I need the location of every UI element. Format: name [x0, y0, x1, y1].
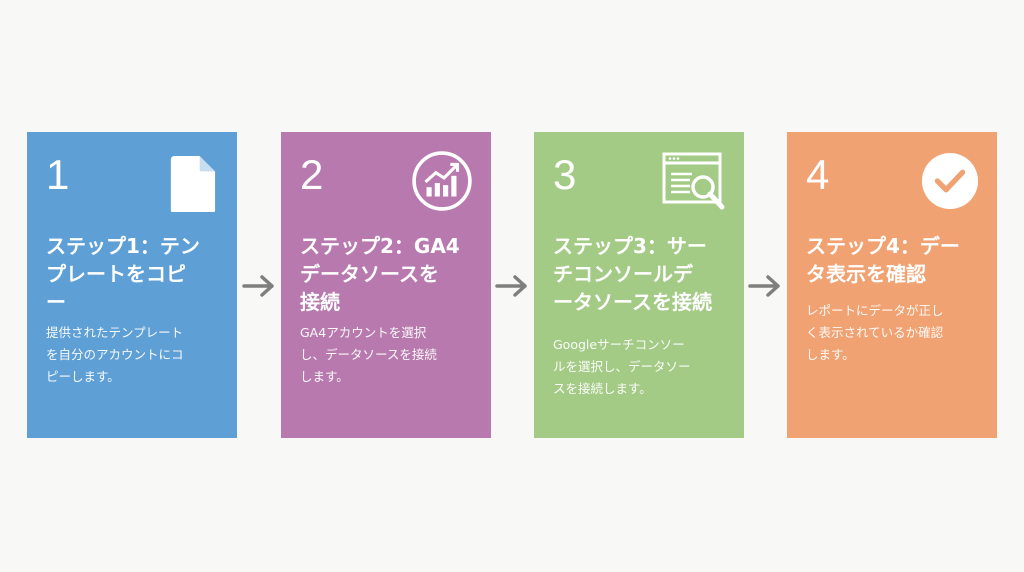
text-line: ステップ3：サー: [553, 234, 707, 258]
text-line: ステップ1：テン: [46, 234, 200, 258]
text-line: GA4アカウントを選択: [300, 325, 427, 340]
step-card-3: 3 ステップ3：サー チコンソールデ ータソースを接続 Googleサーチコンソ…: [534, 132, 744, 438]
text-line: プレートをコピ: [46, 262, 186, 286]
text-line: し、データソースを接続: [300, 347, 437, 362]
text-line: スを接続します。: [553, 381, 652, 396]
text-line: Googleサーチコンソー: [553, 337, 685, 352]
text-line: ステップ2：GA4: [300, 234, 460, 258]
step-number: 1: [46, 151, 70, 198]
text-line: ピーします。: [46, 369, 120, 384]
arrow-right-icon: [748, 275, 780, 297]
search-console-icon: [662, 152, 725, 210]
check-circle-icon: [921, 152, 979, 210]
text-line: します。: [300, 369, 349, 384]
text-line: 接続: [300, 290, 340, 314]
text-line: ータソースを接続: [553, 290, 712, 314]
text-line: ルを選択し、データソー: [553, 359, 691, 374]
text-line: データソースを: [300, 262, 439, 286]
text-line: 提供されたテンプレート: [46, 325, 184, 340]
step-number: 4: [806, 151, 830, 198]
text-line: を自分のアカウントにコ: [46, 347, 184, 362]
analytics-chart-icon: [412, 151, 472, 211]
step-title: ステップ4：デー タ表示を確認: [806, 232, 960, 288]
text-line: レポートにデータが正し: [806, 303, 944, 318]
step-description: GA4アカウントを選択 し、データソースを接続 します。: [300, 322, 437, 388]
step-card-4: 4 ステップ4：デー タ表示を確認 レポートにデータが正し く表示されているか確…: [787, 132, 997, 438]
text-line: チコンソールデ: [553, 262, 693, 286]
step-number: 3: [553, 151, 577, 198]
text-line: タ表示を確認: [806, 262, 926, 286]
step-title: ステップ1：テン プレートをコピ ー: [46, 232, 200, 316]
text-line: く表示されているか確認: [806, 325, 944, 340]
text-line: します。: [806, 347, 855, 362]
step-card-2: 2 ステップ2：GA4 データソースを 接続 GA4アカウントを選択 し、データ…: [281, 132, 491, 438]
step-title: ステップ2：GA4 データソースを 接続: [300, 232, 460, 316]
step-title: ステップ3：サー チコンソールデ ータソースを接続: [553, 232, 712, 316]
step-description: レポートにデータが正し く表示されているか確認 します。: [806, 300, 944, 366]
step-card-1: 1 ステップ1：テン プレートをコピ ー 提供されたテンプレート を自分のアカウ…: [27, 132, 237, 438]
step-description: 提供されたテンプレート を自分のアカウントにコ ピーします。: [46, 322, 184, 388]
text-line: ステップ4：デー: [806, 234, 960, 258]
step-description: Googleサーチコンソー ルを選択し、データソー スを接続します。: [553, 334, 691, 400]
arrow-right-icon: [242, 275, 274, 297]
text-line: ー: [46, 290, 66, 314]
arrow-right-icon: [495, 275, 527, 297]
step-number: 2: [300, 151, 324, 198]
document-icon: [170, 156, 216, 212]
